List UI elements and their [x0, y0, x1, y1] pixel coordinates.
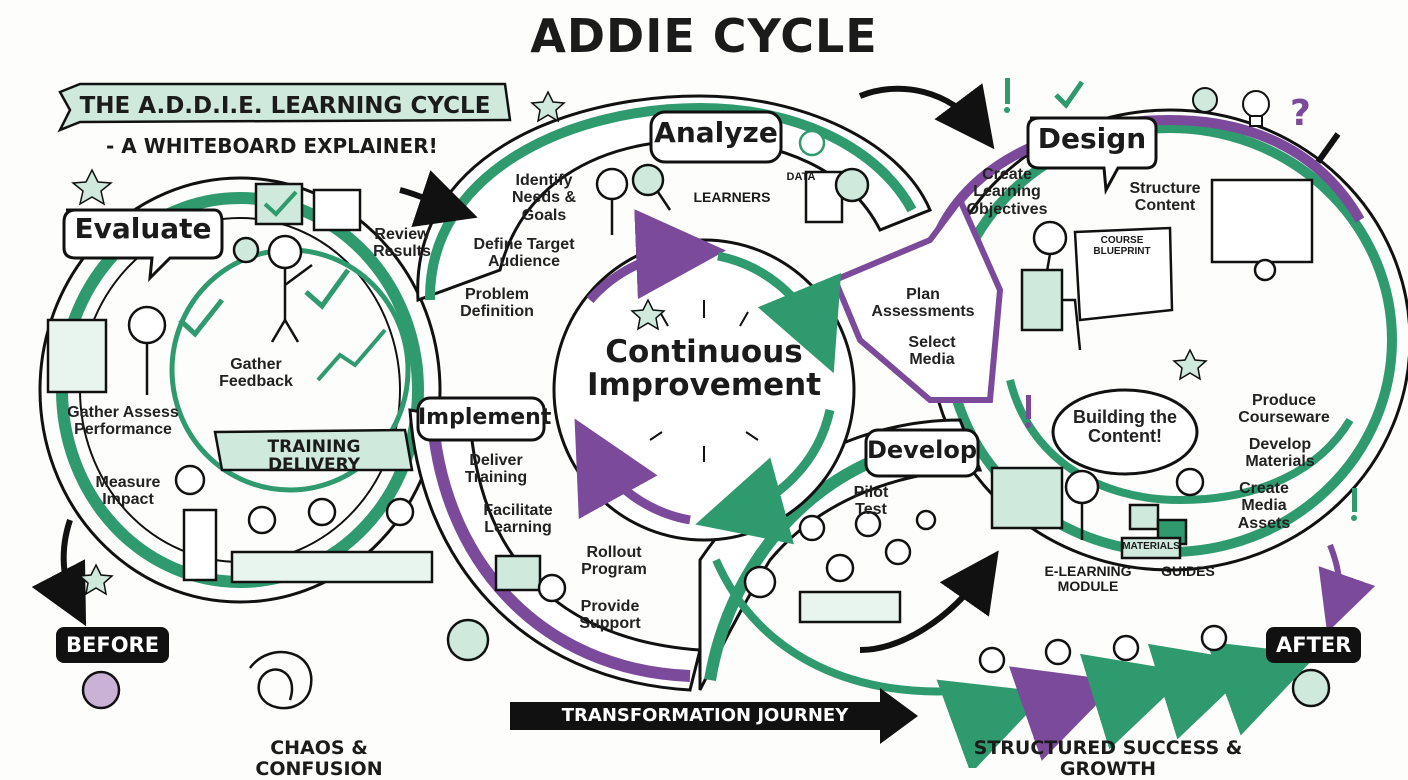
- continuous-improvement-label: Continuous Improvement: [586, 334, 822, 404]
- evaluate-review-results: Review Results: [373, 226, 431, 261]
- developer-figure: [990, 466, 1205, 560]
- success-label: STRUCTURED SUCCESS & GROWTH: [973, 737, 1243, 780]
- analyze-learners-label: LEARNERS: [693, 189, 771, 205]
- banner-title: THE A.D.D.I.E. LEARNING CYCLE: [79, 93, 491, 119]
- implement-provide-support: Provide Support: [579, 598, 641, 633]
- growth-arrows: [936, 641, 1318, 768]
- decor-marks: [1004, 78, 1357, 521]
- banner-subtitle: - A WHITEBOARD EXPLAINER!: [106, 134, 438, 158]
- evaluate-label: Evaluate: [74, 212, 212, 245]
- center-cycle: [552, 209, 856, 545]
- evaluate-gather-feedback: Gather Feedback: [219, 356, 293, 391]
- implement-label: Implement: [418, 405, 552, 430]
- analyze-data-label: DATA: [786, 171, 816, 183]
- training-delivery-ribbon: [213, 428, 414, 472]
- flow-arrows: [31, 83, 1376, 653]
- design-arrow: [831, 194, 1004, 403]
- design-label: Design: [1037, 122, 1147, 155]
- develop-materials-box: MATERIALS: [1122, 541, 1180, 552]
- develop-building-bubble: Building the Content!: [1073, 407, 1177, 447]
- implement-rollout-program: Rollout Program: [581, 544, 647, 579]
- evaluator-figure: [46, 234, 313, 395]
- develop-label: Develop: [866, 436, 977, 464]
- feedback-icons: [232, 182, 387, 382]
- evaluate-assess-performance: Gather Assess Performance: [67, 404, 179, 439]
- svg-text:?: ?: [1290, 93, 1311, 134]
- analyst-figure: [595, 129, 870, 235]
- idea-icons: ?: [1192, 87, 1341, 164]
- decor-stars: [71, 90, 1208, 596]
- develop-guides-label: GUIDES: [1161, 563, 1215, 579]
- develop-pilot-test: Pilot Test: [853, 484, 889, 519]
- develop-produce-courseware: Produce Courseware: [1238, 392, 1330, 427]
- chaos-label: CHAOS & CONFUSION: [255, 737, 383, 780]
- banner-ribbon: [57, 82, 512, 133]
- page-title: ADDIE CYCLE: [530, 9, 878, 63]
- analyze-label: Analyze: [654, 116, 778, 149]
- speech-bubbles: [62, 110, 1199, 478]
- after-badge: AFTER: [1266, 627, 1362, 663]
- design-plan-assessments: Plan Assessments: [871, 286, 975, 321]
- evaluate-measure-impact: Measure Impact: [95, 474, 161, 509]
- develop-materials: Develop Materials: [1245, 436, 1315, 471]
- design-select-media: Select Media: [908, 334, 956, 369]
- implementer-laptop: [494, 554, 567, 603]
- designer-drafting: [1020, 178, 1314, 351]
- design-create-objectives: Create Learning Objectives: [966, 166, 1048, 218]
- analyze-problem-definition: Problem Definition: [460, 286, 534, 321]
- implement-deliver-training: Deliver Training: [464, 452, 528, 487]
- decor-checks: [178, 80, 1085, 338]
- pilot-team: [743, 509, 937, 624]
- success-figures: [978, 624, 1228, 674]
- develop-elearning-module: E-LEARNING MODULE: [1044, 563, 1132, 595]
- training-delivery-label: TRAINING DELIVERY: [267, 437, 361, 476]
- transformation-label: TRANSFORMATION JOURNEY: [561, 705, 849, 726]
- before-badge: BEFORE: [56, 627, 170, 663]
- develop-media-assets: Create Media Assets: [1237, 480, 1291, 532]
- design-blueprint-label: COURSE BLUEPRINT: [1093, 235, 1151, 257]
- trainer-classroom: [174, 464, 434, 584]
- design-structure-content: Structure Content: [1129, 180, 1201, 215]
- analyze-identify-needs: Identify Needs & Goals: [511, 172, 577, 224]
- implement-facilitate-learning: Facilitate Learning: [483, 502, 553, 537]
- analyze-define-audience: Define Target Audience: [473, 236, 575, 271]
- transformation-arrow: [510, 688, 918, 744]
